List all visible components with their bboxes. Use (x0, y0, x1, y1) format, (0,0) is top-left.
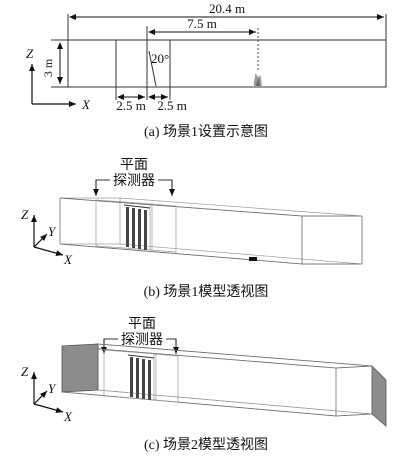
tunnel-box-c (61, 343, 373, 417)
dim-partial-label: 7.5 m (187, 16, 217, 31)
axis-x-label-c: X (63, 409, 73, 424)
axis-x-label-a: X (81, 97, 91, 112)
caption-c: (c) 场景2模型透视图 (144, 437, 268, 453)
detector-label-1-b: 平面 (120, 158, 148, 173)
axes-a: Z X (26, 46, 91, 112)
caption-b: (b) 场景1模型透视图 (144, 284, 269, 300)
axis-y-label-c: Y (48, 381, 57, 396)
caption-a: (a) 场景1设置示意图 (144, 123, 268, 140)
panel-a-schematic: 20.4 m 7.5 m 3 m 20° 2.5 m 2.5 m Z X (a)… (26, 1, 387, 140)
detector-label-1-c: 平面 (128, 317, 156, 332)
axis-z-label-c: Z (21, 364, 29, 379)
axis-x-label-b: X (63, 252, 73, 267)
angle-label: 20° (151, 51, 169, 66)
axis-y-label-b: Y (48, 224, 57, 239)
tunnel-box-b (59, 197, 363, 265)
panel-c-perspective: 平面 探测器 (21, 317, 387, 453)
vent-panel-left-c (61, 343, 99, 393)
detector-label-2-b: 探测器 (113, 173, 155, 189)
fire-plume-icon (253, 73, 262, 86)
dim-height-label: 3 m (41, 58, 55, 77)
plane-detector-c (127, 354, 155, 400)
axis-z-label-b: Z (21, 207, 29, 222)
dim-left-label: 2.5 m (116, 98, 146, 113)
detector-label-2-c: 探测器 (121, 332, 163, 348)
dim-total-label: 20.4 m (209, 1, 245, 16)
tunnel-side-outline (67, 39, 387, 88)
axis-z-label-a: Z (26, 46, 34, 61)
axes-c: Z Y X (21, 364, 73, 424)
plane-detector-b (123, 204, 151, 250)
vent-panel-right-c (371, 365, 387, 427)
fire-source-b (249, 257, 257, 261)
panel-b-perspective: 平面 探测器 (21, 158, 363, 300)
dim-right-label: 2.5 m (157, 98, 187, 113)
inclined-line (148, 50, 157, 87)
axes-b: Z Y X (21, 207, 73, 267)
